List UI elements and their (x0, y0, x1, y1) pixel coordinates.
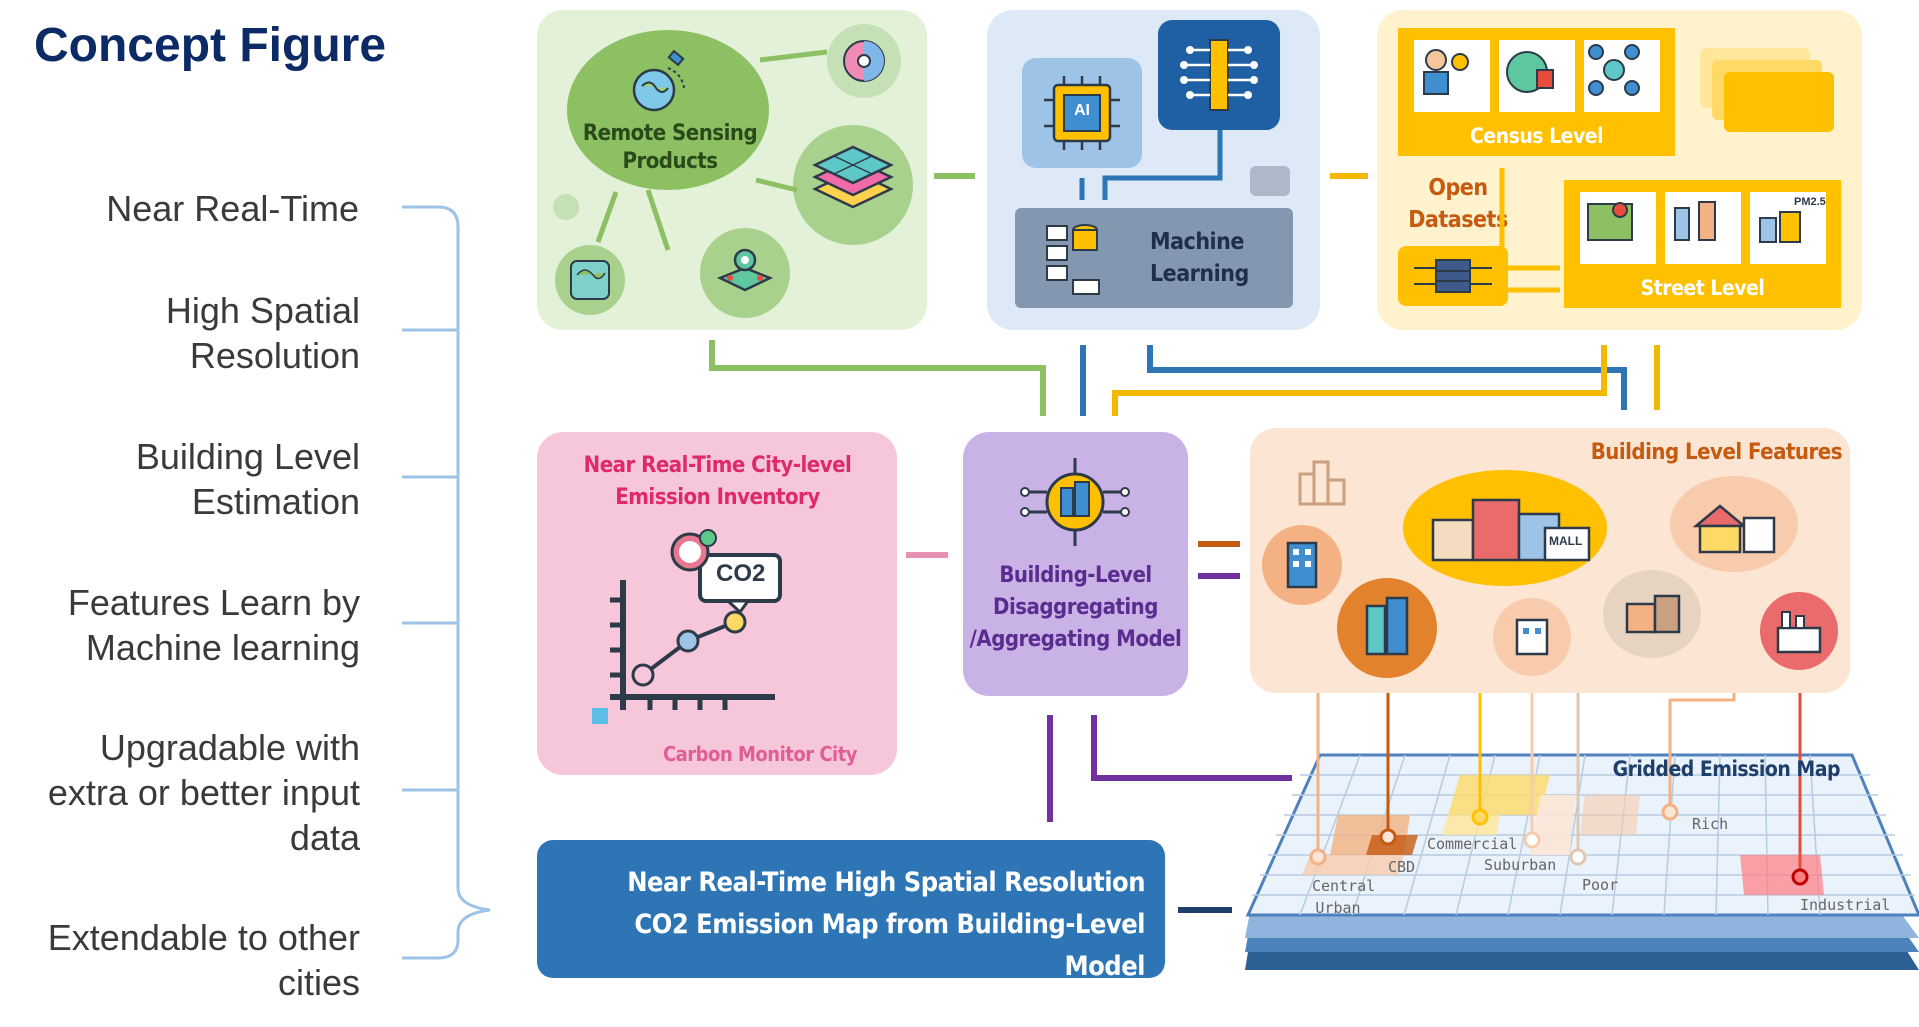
feature-cbd-bubble (1337, 578, 1437, 678)
machine-learning-label: Machine Learning (1150, 229, 1249, 287)
census-level-label: Census Level (1469, 124, 1604, 148)
output-line-2: CO2 Emission Map from Building-Level Mod… (634, 909, 1145, 982)
remote-sensing-label: Remote Sensing Products (582, 121, 758, 174)
gridded-map-title: Gridded Emission Map (1612, 757, 1841, 781)
globe-map-icon-bubble (555, 245, 625, 315)
machine-learning-box: Machine Learning (1015, 208, 1293, 308)
feature-suburban-bubble (1493, 598, 1571, 676)
tech-icon-bubble (827, 24, 901, 98)
feature-extendable: Extendable to other cities (47, 917, 360, 1003)
model-label: Building-Level Disaggregating /Aggregati… (969, 563, 1182, 652)
neural-network-box (1158, 20, 1280, 130)
feature-high-spatial-resolution: High Spatial Resolution (165, 290, 360, 376)
ml-gray-block (1250, 166, 1290, 196)
feature-commercial-bubble: MALL (1403, 470, 1607, 586)
dataset-server-box (1398, 246, 1508, 306)
globe-factory-icon (1499, 40, 1575, 112)
map-label-poor: Poor (1582, 876, 1619, 894)
buildings-street-icon (1665, 192, 1741, 264)
pm25-label: PM2.5 (1794, 196, 1826, 208)
building-outline-icon (1292, 450, 1352, 510)
street-map-icon (1580, 192, 1656, 264)
co2-label: CO2 (716, 560, 766, 587)
census-people-icon (1414, 40, 1490, 112)
model-city-chip-icon (1015, 452, 1135, 552)
map-label-industrial: Industrial (1800, 896, 1891, 914)
feature-upgradable: Upgradable with extra or better input da… (47, 727, 360, 858)
page-title: Concept Figure (34, 19, 387, 72)
energy-network-icon (1584, 40, 1660, 112)
decor-dot (553, 194, 579, 220)
street-level-label: Street Level (1640, 276, 1765, 300)
output-line-1: Near Real-Time High Spatial Resolution (627, 867, 1145, 898)
map-label-suburban: Suburban (1484, 856, 1557, 874)
emission-inventory-title: Near Real-Time City-level Emission Inven… (583, 453, 852, 510)
mall-sign-label: MALL (1549, 534, 1583, 548)
feature-central-urban-bubble (1262, 525, 1342, 605)
census-level-box: Census Level (1398, 28, 1675, 156)
map-label-central-urban: Central Urban (1312, 877, 1376, 917)
pollution-city-icon: PM2.5 (1750, 192, 1826, 264)
feature-industrial-bubble (1760, 592, 1838, 670)
feature-rich-bubble (1670, 476, 1798, 572)
feature-near-real-time: Near Real-Time (106, 188, 359, 229)
map-label-commercial: Commercial (1427, 835, 1518, 853)
building-features-title: Building Level Features (1590, 440, 1843, 465)
open-datasets-label: Open Datasets (1408, 175, 1508, 233)
decor-card-front (1724, 72, 1834, 132)
ai-chip-box: AI (1022, 58, 1142, 168)
street-level-box: PM2.5 Street Level (1564, 180, 1841, 308)
feature-machine-learning: Features Learn by Machine learning (67, 582, 360, 668)
map-label-rich: Rich (1692, 815, 1729, 833)
carbon-monitor-source: Carbon Monitor City (662, 742, 858, 766)
map-pin-icon-bubble (700, 228, 790, 318)
map-label-cbd: CBD (1388, 858, 1416, 876)
feature-poor-bubble (1603, 570, 1701, 658)
ai-chip-label: AI (1074, 102, 1090, 119)
layers-icon-bubble (793, 125, 913, 245)
output-box: Near Real-Time High Spatial Resolution C… (537, 840, 1165, 982)
feature-building-level-estimation: Building Level Estimation (135, 436, 360, 522)
satellite-earth-icon (624, 48, 694, 118)
